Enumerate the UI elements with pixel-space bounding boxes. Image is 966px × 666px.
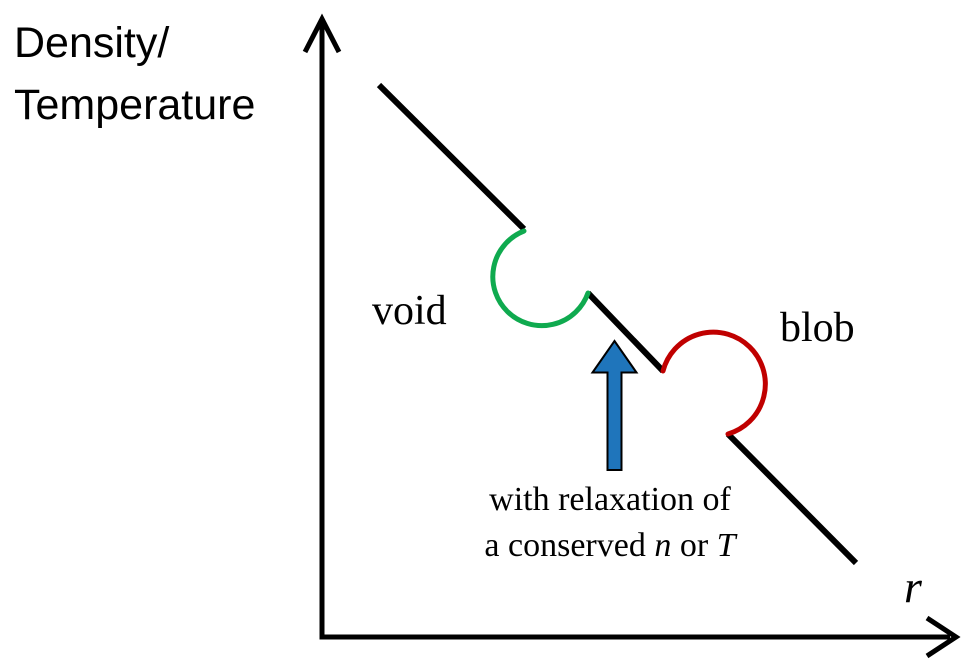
up-arrow-icon	[590, 339, 639, 471]
y-axis-label-line2: Temperature	[14, 81, 256, 129]
y-axis-arrowhead-icon	[302, 13, 342, 54]
annotation-text: with relaxation of a conserved n or T	[418, 477, 802, 569]
blob-arc	[660, 329, 768, 437]
y-axis-label: Density/ Temperature	[14, 12, 255, 136]
y-axis-label-line1: Density/	[14, 19, 170, 67]
math-var-T: T	[716, 527, 736, 564]
math-var-n: n	[654, 527, 672, 564]
annotation-line1: with relaxation of	[489, 481, 731, 518]
axes-lines	[319, 21, 950, 640]
profile-segment-3	[725, 431, 859, 566]
annotation-line2-prefix: a conserved	[484, 527, 646, 564]
profile-segment-2	[585, 290, 666, 374]
profile-segment-1	[376, 82, 527, 232]
void-arc	[490, 228, 591, 329]
annotation-line2-conj: or	[679, 527, 709, 564]
blob-label: blob	[780, 305, 855, 351]
x-axis-label: r	[904, 561, 922, 612]
annotation-line2: a conserved n or T	[418, 523, 802, 569]
void-label: void	[372, 288, 447, 334]
x-axis-arrowhead-icon	[925, 615, 961, 659]
